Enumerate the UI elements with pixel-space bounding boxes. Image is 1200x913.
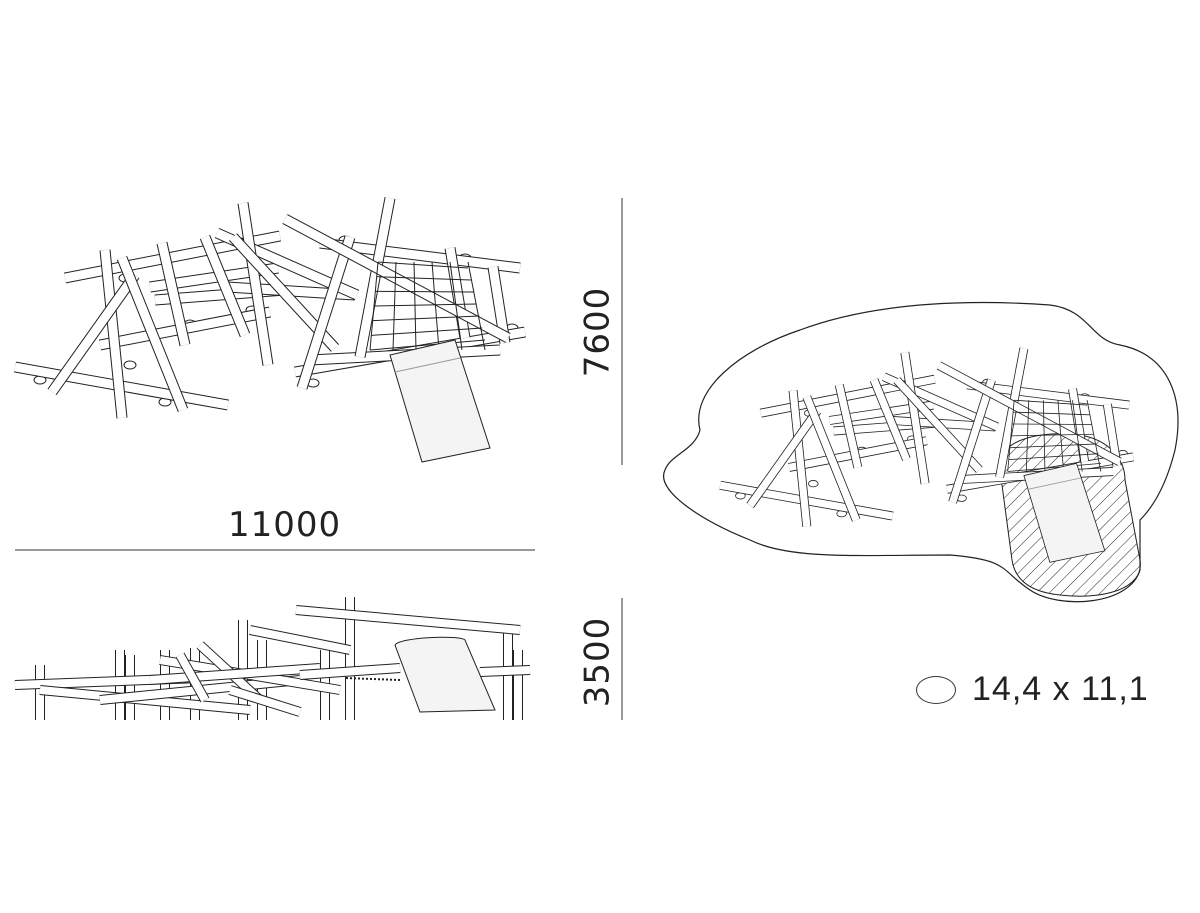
log bbox=[117, 256, 188, 412]
width-dimension-label: 11000 bbox=[228, 505, 342, 545]
net-rope bbox=[377, 261, 469, 269]
log bbox=[48, 272, 139, 395]
top-view-copy bbox=[720, 348, 1133, 562]
log bbox=[282, 215, 511, 342]
net-rope bbox=[413, 261, 417, 351]
log bbox=[297, 235, 355, 390]
post-foot bbox=[123, 360, 137, 370]
log bbox=[249, 626, 351, 654]
log bbox=[149, 664, 321, 684]
net-side bbox=[344, 677, 401, 681]
safety-area-legend: 14,4 x 11,1 bbox=[916, 670, 1149, 709]
safety-zone-outline bbox=[663, 301, 1179, 603]
log bbox=[299, 664, 401, 679]
slide bbox=[389, 339, 491, 463]
safety-area-label: 14,4 x 11,1 bbox=[972, 670, 1149, 708]
climbing-net bbox=[369, 261, 486, 351]
oval-area-icon bbox=[916, 675, 956, 704]
net-rope bbox=[467, 261, 486, 351]
log bbox=[295, 606, 521, 634]
net-rope bbox=[372, 315, 480, 322]
log bbox=[319, 238, 521, 273]
depth-dimension-label: 7600 bbox=[577, 286, 618, 378]
log bbox=[355, 197, 395, 358]
log bbox=[157, 242, 190, 346]
height-dimension-label: 3500 bbox=[577, 616, 618, 708]
net-rope bbox=[373, 303, 477, 307]
net-rope bbox=[375, 290, 474, 293]
safety-zone-view bbox=[663, 301, 1179, 603]
log bbox=[200, 235, 250, 337]
net-rope bbox=[449, 261, 463, 351]
slide-side bbox=[394, 636, 496, 713]
side-view bbox=[14, 597, 531, 720]
log bbox=[445, 247, 470, 339]
net-rope bbox=[371, 327, 483, 336]
net-rope bbox=[369, 339, 486, 351]
log bbox=[228, 686, 302, 716]
net-rope bbox=[376, 276, 471, 281]
log bbox=[238, 202, 273, 366]
log bbox=[100, 249, 127, 419]
log bbox=[176, 653, 209, 702]
net-rope bbox=[431, 261, 440, 351]
top-view bbox=[14, 196, 526, 463]
log bbox=[479, 666, 531, 676]
slide-edge bbox=[394, 357, 461, 373]
